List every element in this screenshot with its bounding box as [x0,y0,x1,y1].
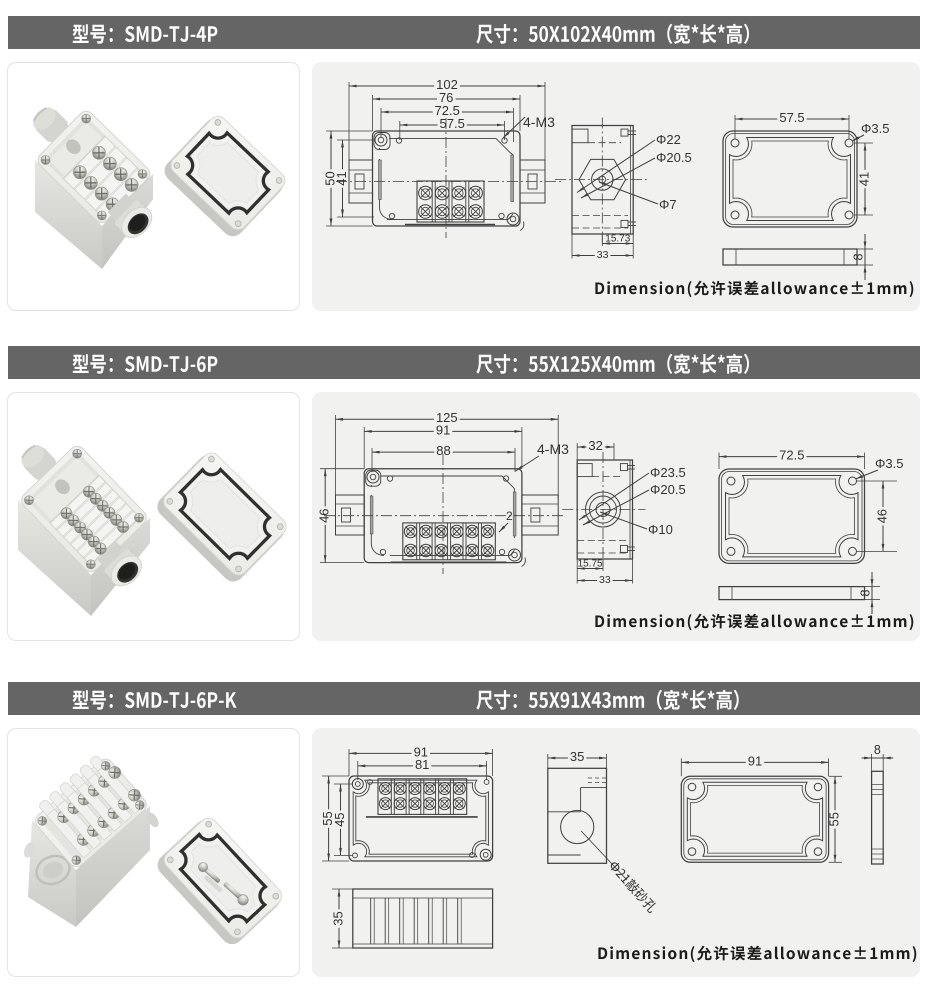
svg-text:91: 91 [436,422,450,437]
svg-text:15.73: 15.73 [605,233,630,244]
svg-text:8: 8 [858,589,872,596]
svg-text:35: 35 [330,911,345,925]
svg-text:Φ10: Φ10 [648,522,673,537]
svg-text:55: 55 [320,811,335,825]
svg-text:Φ22: Φ22 [656,132,681,147]
svg-text:88: 88 [436,443,450,458]
svg-text:33: 33 [599,574,611,586]
svg-text:72.5: 72.5 [779,448,804,463]
svg-text:45: 45 [332,812,347,826]
svg-text:2: 2 [506,509,513,523]
svg-text:33: 33 [597,249,609,261]
svg-text:102: 102 [436,77,458,92]
svg-text:57.5: 57.5 [440,116,465,131]
svg-text:8: 8 [874,743,881,757]
svg-text:Φ23.5: Φ23.5 [650,465,686,480]
svg-text:57.5: 57.5 [779,110,804,125]
svg-text:35: 35 [570,749,584,764]
svg-text:4-M3: 4-M3 [537,441,569,457]
svg-text:Φ20.5: Φ20.5 [650,482,686,497]
svg-text:41: 41 [334,171,349,185]
svg-text:46: 46 [317,508,332,522]
svg-text:32: 32 [588,438,602,453]
svg-text:46: 46 [874,509,889,523]
svg-text:4-M3: 4-M3 [523,114,555,130]
svg-text:72.5: 72.5 [435,103,460,118]
svg-text:15.75: 15.75 [578,558,603,569]
svg-text:Φ20.5: Φ20.5 [656,150,692,165]
svg-text:Φ7: Φ7 [659,197,677,212]
svg-text:76: 76 [439,90,453,105]
svg-text:91: 91 [748,753,762,768]
svg-text:Φ3.5: Φ3.5 [875,456,903,471]
svg-text:41: 41 [856,172,871,186]
svg-text:125: 125 [436,410,458,425]
svg-text:91: 91 [414,744,428,759]
svg-text:8: 8 [851,253,865,260]
svg-text:81: 81 [415,757,429,772]
svg-text:55: 55 [826,812,841,826]
svg-text:Φ3.5: Φ3.5 [861,121,889,136]
svg-text:50: 50 [322,171,337,185]
